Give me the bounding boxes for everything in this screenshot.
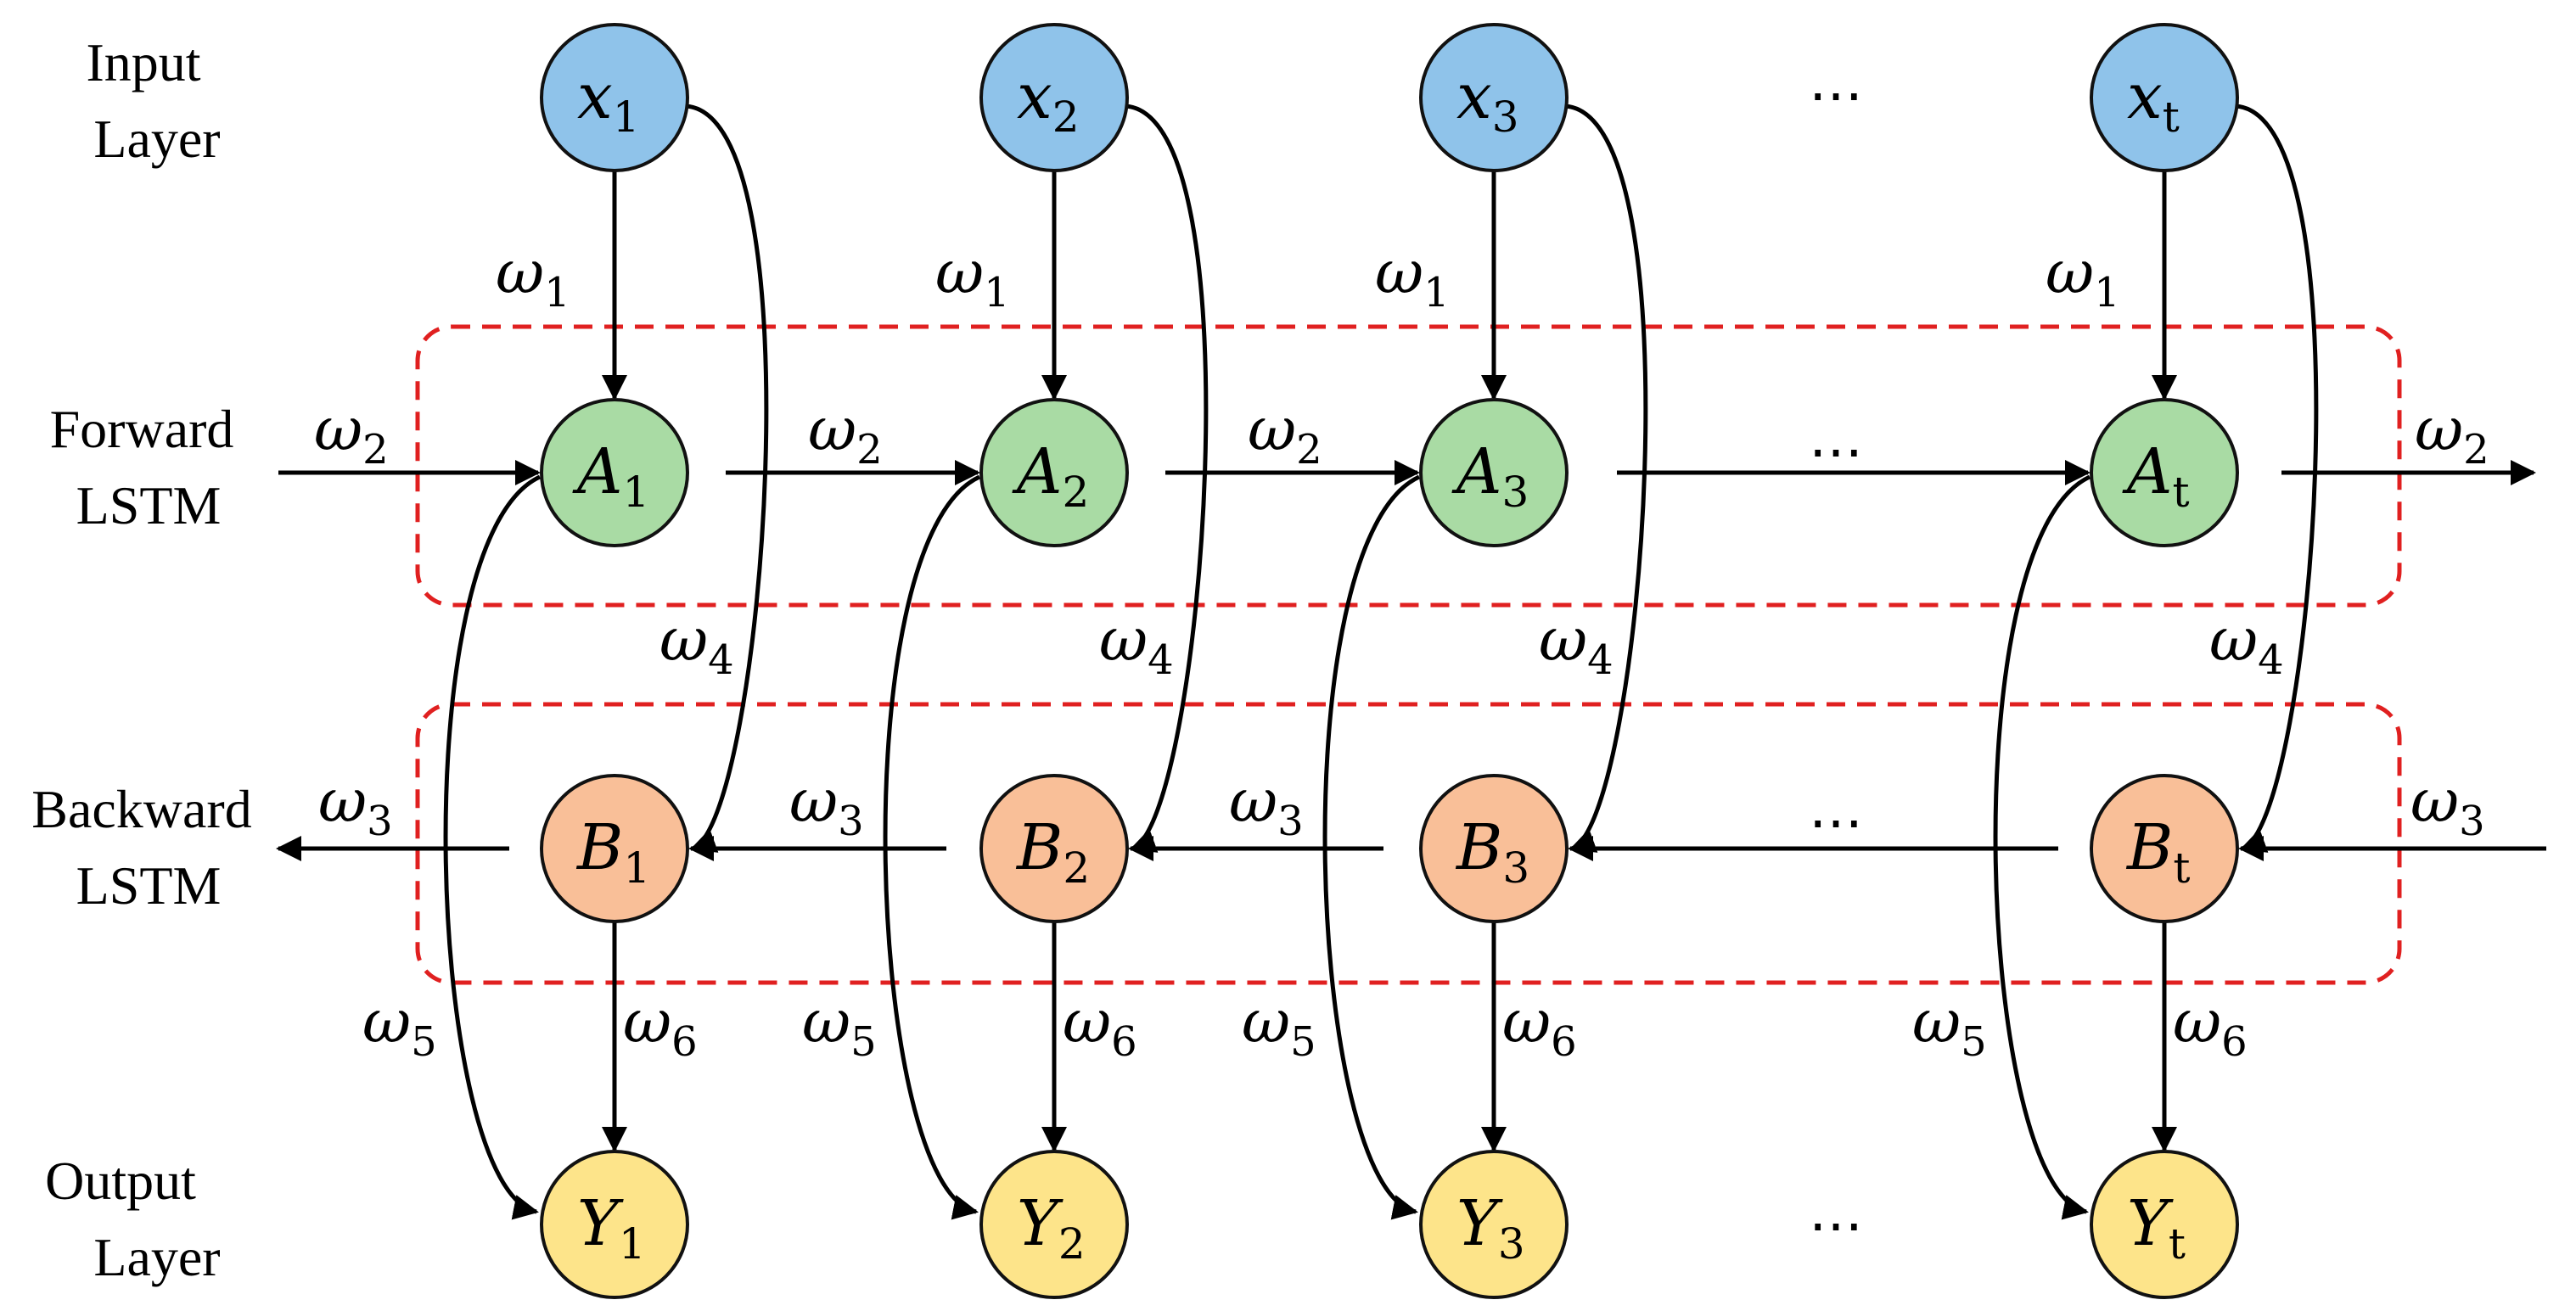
output-layer-label: Output Layer (45, 1151, 221, 1287)
output-node-c1: Y1 (540, 1150, 689, 1299)
weight-label-w6-ct: ω6 (2173, 987, 2248, 1066)
weight-label-w5-c3: ω5 (1242, 987, 1316, 1066)
weight-label-w2-out: ω2 (2415, 395, 2489, 473)
backward-node-circle (540, 774, 689, 923)
backward-node-label: B3 (1455, 811, 1529, 893)
forward-node-circle (1419, 398, 1569, 547)
input-node-c2: x2 (979, 23, 1129, 172)
backward-node-label: B2 (1015, 811, 1090, 893)
backward-node-c1: B1 (540, 774, 689, 923)
forward-lstm-label: Forward LSTM (50, 399, 248, 535)
forward-node-c2: A2 (979, 398, 1129, 547)
forward-node-circle (540, 398, 689, 547)
weight-label-w4-c1: ω4 (659, 605, 734, 684)
input-layer-label: Input Layer (86, 32, 220, 169)
weight-label-w2-in: ω2 (314, 395, 389, 473)
backward-node-circle (979, 774, 1129, 923)
weight-label-w2-a1: ω2 (808, 395, 883, 473)
weight-label-w5-c1: ω5 (362, 987, 437, 1066)
edge-a-to-y-c3 (1322, 474, 1421, 1220)
weight-label-w1-c1: ω1 (496, 238, 570, 317)
output-node-circle (2090, 1150, 2239, 1299)
backward-node-c3: B3 (1419, 774, 1569, 923)
weight-label-w1-ct: ω1 (2046, 238, 2120, 317)
weight-label-w3-in: ω3 (2410, 766, 2485, 845)
weight-label-w1-c3: ω1 (1375, 238, 1450, 317)
edge-a-to-y-c2 (883, 474, 981, 1220)
weight-label-w1-c2: ω1 (935, 238, 1010, 317)
weight-label-w6-c1: ω6 (623, 987, 698, 1066)
input-node-circle (2090, 23, 2239, 172)
weight-label-w4-ct: ω4 (2209, 605, 2284, 684)
weight-label-w6-c3: ω6 (1502, 987, 1577, 1066)
output-node-c3: Y3 (1419, 1150, 1569, 1299)
output-ellipsis: … (1809, 1181, 1863, 1244)
forward-lstm-group-box (415, 324, 2402, 608)
backward-lstm-label: Backward LSTM (31, 779, 265, 916)
input-node-label: xt (2127, 60, 2180, 142)
backward-node-label: B1 (575, 811, 650, 893)
output-node-label: Yt (2127, 1187, 2186, 1269)
weight-label-w4-c2: ω4 (1099, 605, 1174, 684)
edge-x-to-b-c3 (1564, 104, 1648, 853)
weight-label-w6-c2: ω6 (1063, 987, 1137, 1066)
input-node-c1: x1 (540, 23, 689, 172)
input-node-ct: xt (2090, 23, 2239, 172)
input-ellipsis: … (1809, 51, 1863, 114)
backward-node-ct: Bt (2090, 774, 2239, 923)
forward-node-c1: A1 (540, 398, 689, 547)
input-node-c3: x3 (1419, 23, 1569, 172)
edge-x-to-b-ct (2235, 104, 2319, 853)
forward-node-label: A3 (1451, 435, 1529, 517)
output-node-label: Y1 (577, 1187, 646, 1269)
output-node-circle (1419, 1150, 1569, 1299)
input-node-label: x2 (1017, 60, 1080, 142)
forward-ellipsis: … (1809, 407, 1863, 470)
backward-node-c2: B2 (979, 774, 1129, 923)
input-node-label: x3 (1456, 60, 1519, 142)
backward-node-circle (1419, 774, 1569, 923)
forward-node-circle (979, 398, 1129, 547)
forward-node-label: A1 (572, 435, 649, 517)
edge-x-to-b-c2 (1125, 104, 1209, 853)
edge-a-to-y-ct (1993, 474, 2091, 1220)
edge-a-to-y-c1 (443, 474, 542, 1220)
input-node-circle (540, 23, 689, 172)
input-node-label: x1 (577, 60, 640, 142)
forward-node-circle (2090, 398, 2239, 547)
output-node-circle (979, 1150, 1129, 1299)
backward-node-label: Bt (2125, 811, 2190, 893)
output-node-ct: Yt (2090, 1150, 2239, 1299)
forward-node-ct: At (2090, 398, 2239, 547)
weight-label-layer: ω1 ω4 ω5 ω6 ω1 ω4 ω5 ω6 ω1 ω4 ω5 ω6 ω1 ω4 ω5 ω6 ω2 ω2 ω2 ω2… (314, 238, 2489, 1066)
weight-label-w3-b3: ω3 (1229, 766, 1304, 845)
weight-label-w5-c2: ω5 (802, 987, 877, 1066)
backward-lstm-group-box (415, 702, 2402, 985)
output-node-label: Y2 (1017, 1187, 1086, 1269)
backward-ellipsis: … (1809, 778, 1863, 841)
weight-label-w3-b2: ω3 (789, 766, 864, 845)
forward-node-label: At (2122, 435, 2190, 517)
weight-label-w4-c3: ω4 (1539, 605, 1614, 684)
edge-x-to-b-c1 (685, 104, 769, 853)
weight-label-w2-a2: ω2 (1248, 395, 1322, 473)
edge-layer (276, 104, 2546, 1220)
output-node-label: Y3 (1456, 1187, 1525, 1269)
input-node-circle (1419, 23, 1569, 172)
forward-node-label: A2 (1012, 435, 1089, 517)
weight-label-w5-ct: ω5 (1912, 987, 1987, 1066)
weight-label-w3-out: ω3 (318, 766, 393, 845)
input-node-circle (979, 23, 1129, 172)
output-node-c2: Y2 (979, 1150, 1129, 1299)
backward-node-circle (2090, 774, 2239, 923)
output-node-circle (540, 1150, 689, 1299)
forward-node-c3: A3 (1419, 398, 1569, 547)
